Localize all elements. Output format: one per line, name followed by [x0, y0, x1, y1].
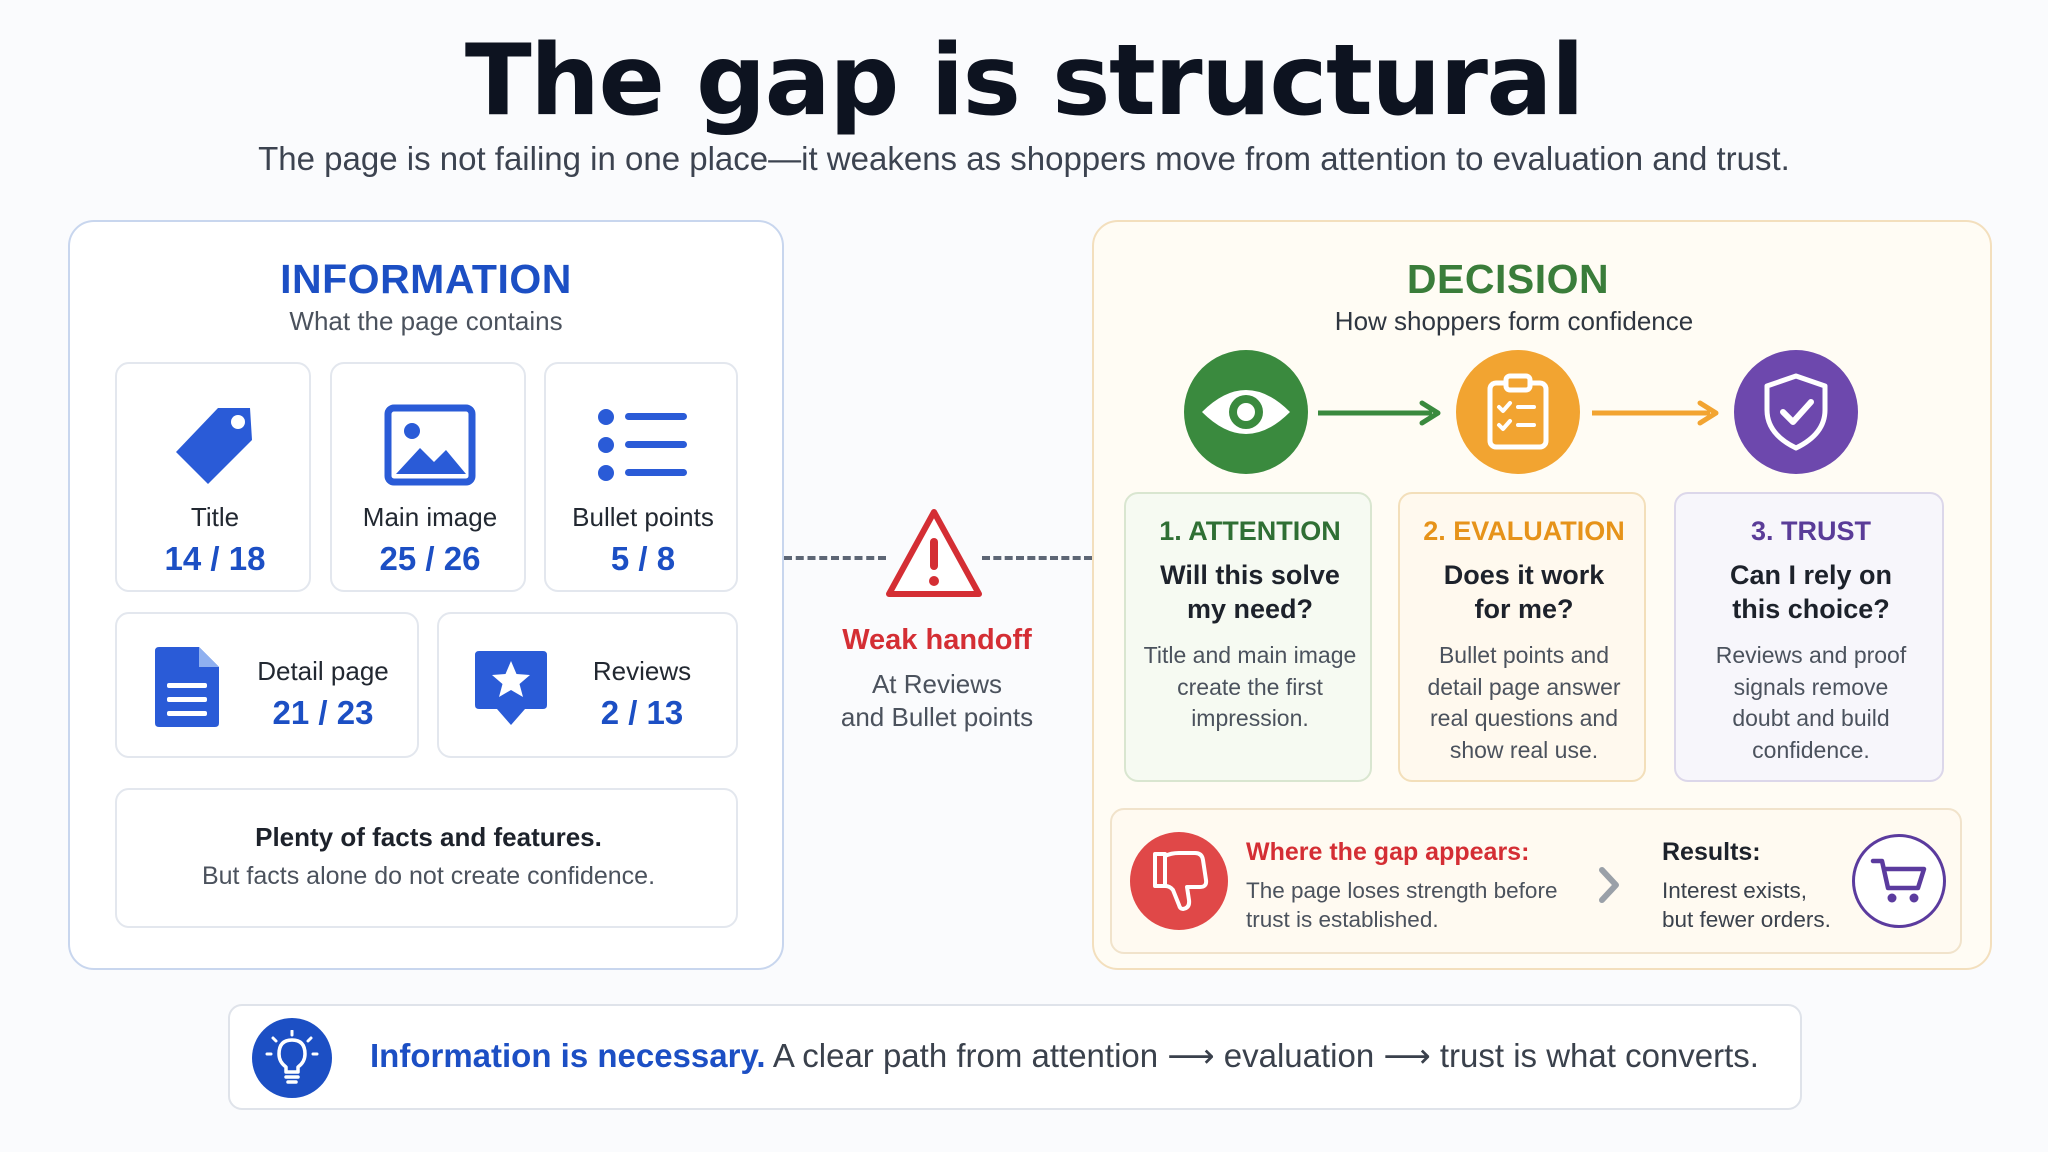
- info-card-reviews: Reviews 2 / 13: [437, 612, 738, 758]
- image-icon: [332, 400, 528, 490]
- gap-summary-box: [1110, 808, 1962, 954]
- note-text: But facts alone do not create confidence…: [201, 862, 656, 890]
- shopping-cart-icon: [1852, 834, 1946, 928]
- stage-description: Reviews and proof signals remove doubt a…: [1676, 640, 1946, 766]
- banner-body: A clear path from attention ⟶ evaluation…: [765, 1037, 1759, 1074]
- decision-heading: DECISION: [1406, 256, 1610, 302]
- stage-question: Can I rely on this choice?: [1676, 558, 1946, 626]
- eye-icon: [1184, 350, 1308, 474]
- handoff-line-2: and Bullet points: [840, 702, 1034, 732]
- gap-title: Where the gap appears:: [1246, 838, 1530, 866]
- stage-description-line: Bullet points and: [1438, 642, 1610, 668]
- star-review-icon: [469, 642, 553, 732]
- bottom-banner: [228, 1004, 1802, 1110]
- bullet-list-icon: [546, 400, 740, 490]
- info-card-main-image: Main image 25 / 26: [330, 362, 526, 592]
- page-subtitle: The page is not failing in one place—it …: [258, 140, 1790, 177]
- stage-question: Does it work for me?: [1400, 558, 1648, 626]
- stage-description-line: impression.: [1191, 705, 1309, 731]
- results-title: Results:: [1662, 838, 1761, 866]
- stage-question-line-1: Will this solve: [1160, 560, 1340, 590]
- card-value: 25 / 26: [379, 540, 481, 577]
- lightbulb-icon: [252, 1018, 332, 1098]
- stage-heading: 3. TRUST: [1750, 516, 1871, 546]
- results-description: Interest exists, but fewer orders.: [1662, 876, 1862, 934]
- stage-description-line: real questions and: [1430, 705, 1618, 731]
- stage-question-line-1: Does it work: [1443, 560, 1605, 590]
- card-value: 14 / 18: [164, 540, 266, 577]
- card-label: Main image: [362, 502, 498, 532]
- document-icon: [147, 642, 227, 732]
- warning-icon: [884, 506, 984, 602]
- stage-description: Bullet points and detail page answer rea…: [1400, 640, 1648, 766]
- gap-description: The page loses strength before trust is …: [1246, 876, 1586, 934]
- information-note: Plenty of facts and features. But facts …: [115, 788, 738, 928]
- card-value: 21 / 23: [272, 694, 374, 731]
- stage-description-line: signals remove: [1733, 673, 1889, 700]
- handoff-connector-right: [982, 556, 1092, 560]
- card-value: 2 / 13: [600, 694, 684, 731]
- arrow-attention-to-evaluation: [1318, 398, 1444, 428]
- card-label: Reviews: [592, 656, 692, 686]
- price-tag-icon: [117, 400, 313, 490]
- stage-question-line-2: my need?: [1186, 594, 1314, 624]
- gap-line-1: The page loses strength before: [1246, 878, 1558, 903]
- stage-heading: 2. EVALUATION: [1423, 516, 1625, 546]
- card-label: Title: [190, 502, 240, 532]
- stage-question: Will this solve my need?: [1126, 558, 1374, 626]
- card-value: 5 / 8: [610, 540, 676, 577]
- chevron-right-icon: [1594, 864, 1624, 906]
- results-line-2: but fewer orders.: [1662, 907, 1831, 932]
- stage-description-line: doubt and build: [1732, 705, 1890, 731]
- stage-question-line-2: this choice?: [1732, 594, 1890, 624]
- stage-description-line: detail page answer: [1427, 673, 1621, 700]
- handoff-line-1: At Reviews: [871, 669, 1003, 699]
- stage-question-line-2: for me?: [1474, 594, 1574, 624]
- shield-check-icon: [1734, 350, 1858, 474]
- banner-text: Information is necessary. A clear path f…: [370, 1036, 1790, 1075]
- page-title: The gap is structural: [464, 24, 1585, 138]
- info-card-detail-page: Detail page 21 / 23: [115, 612, 419, 758]
- handoff-title: Weak handoff: [842, 624, 1032, 656]
- stage-heading: 1. ATTENTION: [1159, 516, 1341, 546]
- handoff-subtitle: At Reviews and Bullet points: [812, 668, 1062, 734]
- stage-description-line: Title and main image: [1143, 642, 1357, 668]
- handoff-connector-left: [784, 556, 886, 560]
- information-subheading: What the page contains: [289, 306, 563, 336]
- stage-description-line: show real use.: [1449, 736, 1599, 763]
- card-label: Detail page: [257, 656, 389, 686]
- clipboard-checklist-icon: [1456, 350, 1580, 474]
- stage-card-attention: 1. ATTENTION Will this solve my need? Ti…: [1124, 492, 1372, 782]
- stage-card-evaluation: 2. EVALUATION Does it work for me? Bulle…: [1398, 492, 1646, 782]
- information-heading: INFORMATION: [280, 256, 572, 302]
- stage-card-trust: 3. TRUST Can I rely on this choice? Revi…: [1674, 492, 1944, 782]
- banner-strong: Information is necessary.: [370, 1037, 766, 1074]
- decision-subheading: How shoppers form confidence: [1334, 306, 1694, 336]
- info-card-title: Title 14 / 18: [115, 362, 311, 592]
- stage-description-line: Reviews and proof: [1715, 642, 1907, 668]
- results-line-1: Interest exists,: [1662, 878, 1808, 903]
- stage-question-line-1: Can I rely on: [1729, 560, 1893, 590]
- stage-description-line: create the first: [1177, 673, 1323, 700]
- stage-description-line: confidence.: [1752, 736, 1870, 763]
- note-strong: Plenty of facts and features.: [255, 822, 602, 852]
- card-label: Bullet points: [572, 502, 714, 532]
- gap-line-2: trust is established.: [1246, 907, 1439, 932]
- info-card-bullet-points: Bullet points 5 / 8: [544, 362, 738, 592]
- thumbs-down-icon: [1130, 832, 1228, 930]
- stage-description: Title and main image create the first im…: [1126, 640, 1374, 735]
- arrow-evaluation-to-trust: [1592, 398, 1722, 428]
